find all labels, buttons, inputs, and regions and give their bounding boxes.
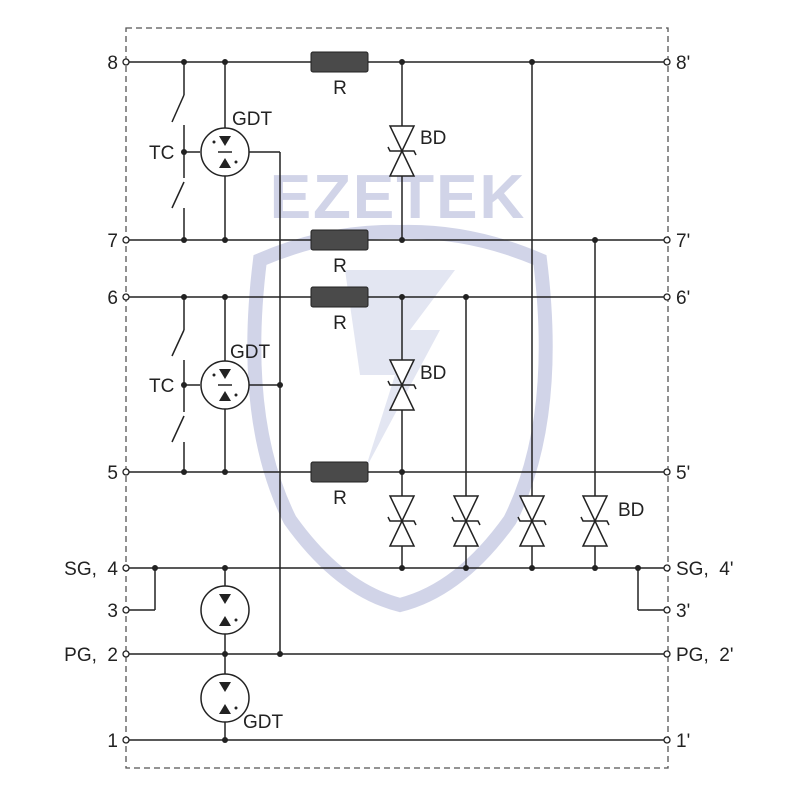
bd-line-8-icon bbox=[517, 495, 547, 547]
bd-line-7-icon bbox=[580, 495, 610, 547]
terminal-label-8-prime: 8' bbox=[676, 53, 690, 74]
junction-dots bbox=[152, 59, 641, 743]
gdt-label-bottom: GDT bbox=[243, 712, 284, 733]
gdt-pg-1-icon bbox=[200, 673, 250, 723]
bd-label-upper: BD bbox=[420, 128, 446, 149]
terminal-label-7-prime: 7' bbox=[676, 231, 690, 252]
terminal-label-pg-2: PG, 2 bbox=[64, 645, 118, 666]
terminal-label-6-prime: 6' bbox=[676, 288, 690, 309]
terminal-points bbox=[122, 58, 671, 744]
bd-line-5-icon bbox=[387, 495, 417, 547]
bd-upper-icon bbox=[387, 125, 417, 177]
tc-label-lower: TC bbox=[149, 376, 174, 397]
terminal-label-3: 3 bbox=[107, 601, 118, 622]
terminal-label-7: 7 bbox=[107, 231, 118, 252]
terminal-label-pg-2-prime: PG, 2' bbox=[676, 645, 733, 666]
right-terminal-labels: 8' 7' 6' 5' SG, 4' 3' PG, 2' 1' bbox=[676, 53, 733, 752]
enclosure-border bbox=[125, 27, 669, 769]
bd-line-6-icon bbox=[451, 495, 481, 547]
resistor-line-6 bbox=[310, 286, 369, 308]
terminal-label-3-prime: 3' bbox=[676, 601, 690, 622]
bd-diodes bbox=[387, 125, 610, 547]
gdt-label-lower: GDT bbox=[230, 342, 271, 363]
terminal-label-5-prime: 5' bbox=[676, 463, 690, 484]
bd-label-middle: BD bbox=[420, 363, 446, 384]
left-terminal-labels: 8 7 6 5 SG, 4 3 PG, 2 1 bbox=[64, 53, 118, 752]
resistor-label-5: R bbox=[333, 488, 347, 509]
gdt-upper-icon bbox=[200, 127, 250, 177]
terminal-label-sg-4-prime: SG, 4' bbox=[676, 559, 733, 580]
resistor-line-5 bbox=[310, 461, 369, 483]
wires bbox=[126, 61, 667, 741]
terminal-label-1: 1 bbox=[107, 731, 118, 752]
terminal-label-1-prime: 1' bbox=[676, 731, 690, 752]
terminal-label-5: 5 bbox=[107, 463, 118, 484]
bd-label-bottom: BD bbox=[618, 500, 644, 521]
tc-label-upper: TC bbox=[149, 143, 174, 164]
terminal-label-8: 8 bbox=[107, 53, 118, 74]
watermark-shield-icon bbox=[247, 224, 553, 613]
terminal-label-6: 6 bbox=[107, 288, 118, 309]
gdt-tubes bbox=[200, 127, 250, 723]
terminal-label-sg-4: SG, 4 bbox=[64, 559, 118, 580]
resistor-label-8: R bbox=[333, 78, 347, 99]
resistor-label-7: R bbox=[333, 256, 347, 277]
resistor-line-8 bbox=[310, 51, 369, 73]
gdt-label-upper: GDT bbox=[232, 109, 273, 130]
gdt-sg-pg-icon bbox=[200, 585, 250, 635]
resistor-label-6: R bbox=[333, 313, 347, 334]
component-labels: R R R R GDT GDT GDT TC TC BD BD BD bbox=[149, 78, 644, 733]
resistor-line-7 bbox=[310, 229, 369, 251]
gdt-lower-icon bbox=[200, 360, 250, 410]
resistors bbox=[310, 51, 369, 483]
bd-middle-icon bbox=[387, 359, 417, 411]
